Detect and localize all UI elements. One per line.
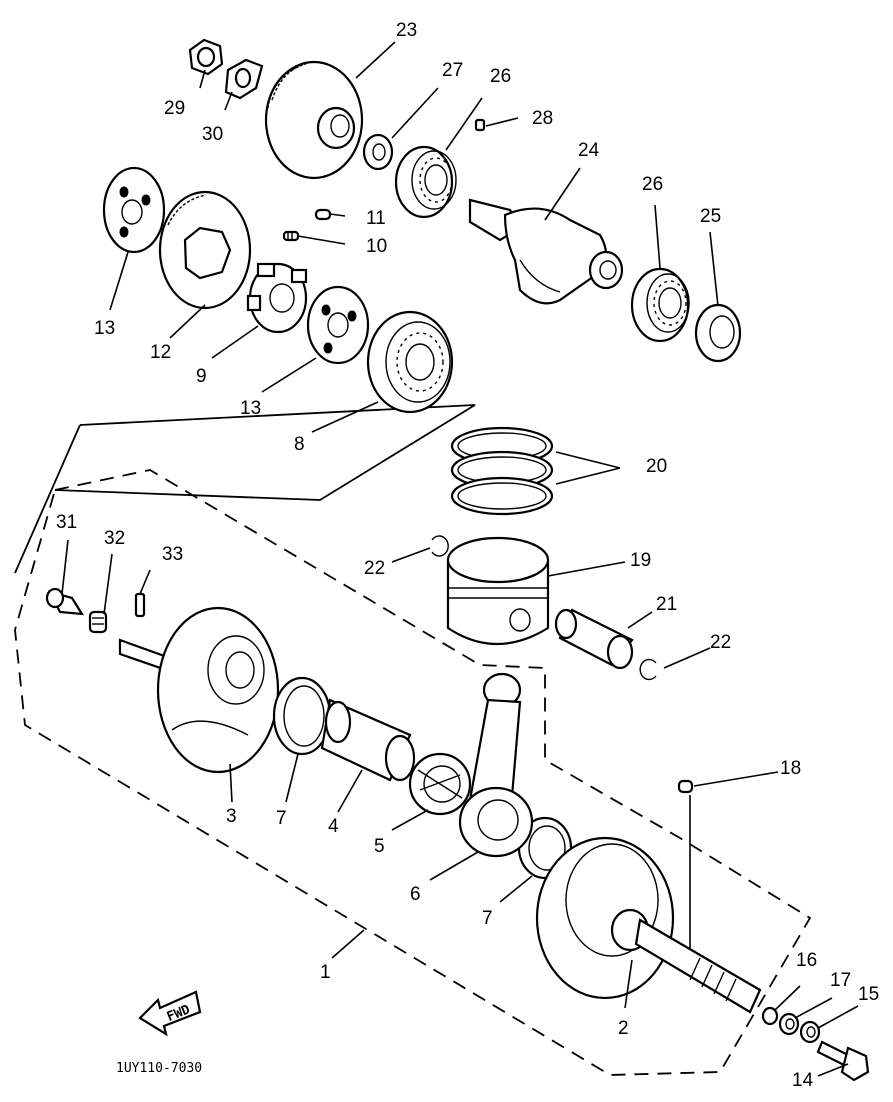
callout-22-left: 22 xyxy=(364,558,385,579)
part-22-circlip-left xyxy=(431,535,449,557)
callout-28: 28 xyxy=(532,108,553,129)
callout-27: 27 xyxy=(442,60,463,81)
callout-32: 32 xyxy=(104,528,125,549)
part-4-crank-pin xyxy=(320,698,416,782)
part-13-plate-lower xyxy=(306,285,370,365)
part-11-pin xyxy=(314,208,332,221)
callout-10: 10 xyxy=(366,236,387,257)
part-30-lock-washer xyxy=(224,58,264,100)
callout-2: 2 xyxy=(618,1018,629,1039)
part-31-plug xyxy=(45,587,85,616)
callout-30: 30 xyxy=(202,124,223,145)
fwd-arrow-icon: FWD xyxy=(138,990,202,1037)
leader-lines xyxy=(61,41,859,1077)
callout-18: 18 xyxy=(780,758,801,779)
part-16-key xyxy=(761,1006,779,1026)
callout-20: 20 xyxy=(646,456,667,477)
callout-5: 5 xyxy=(374,836,385,857)
part-6-connecting-rod xyxy=(458,672,534,858)
assembly-boundary xyxy=(14,404,812,1076)
callout-24: 24 xyxy=(578,140,600,161)
part-26-bearing-upper xyxy=(394,145,457,219)
part-33-pin xyxy=(134,592,146,618)
part-32-spring xyxy=(88,610,108,634)
part-17-washer xyxy=(778,1012,800,1036)
part-13-plate-upper xyxy=(102,166,166,254)
part-5-needle-bearing xyxy=(408,752,472,816)
part-19-piston xyxy=(446,536,550,645)
callout-26-right: 26 xyxy=(642,174,663,195)
part-29-nut xyxy=(188,38,224,76)
part-8-bearing xyxy=(366,310,454,414)
part-7-washer-left xyxy=(272,676,332,756)
part-21-piston-pin xyxy=(554,608,634,670)
callout-21: 21 xyxy=(656,594,677,615)
callout-9: 9 xyxy=(196,366,207,387)
callout-17: 17 xyxy=(830,970,851,991)
part-25-oil-seal xyxy=(694,303,742,363)
callout-12: 12 xyxy=(150,342,171,363)
callout-22-right: 22 xyxy=(710,632,731,653)
callout-13-upper: 13 xyxy=(94,318,115,339)
part-20-piston-rings xyxy=(450,426,554,516)
callout-33: 33 xyxy=(162,544,183,565)
part-12-drive-gear xyxy=(158,190,252,310)
callout-14: 14 xyxy=(792,1070,814,1091)
part-18-pin xyxy=(677,779,694,794)
part-24-balancer-shaft xyxy=(468,198,624,305)
part-28-key xyxy=(474,118,486,132)
callout-29: 29 xyxy=(164,98,185,119)
callout-11: 11 xyxy=(366,208,386,229)
callout-7-right: 7 xyxy=(482,908,493,929)
callout-3: 3 xyxy=(226,806,237,827)
part-14-bolt xyxy=(816,1040,870,1082)
part-9-clutch xyxy=(246,262,308,334)
callout-15: 15 xyxy=(858,984,879,1005)
callout-8: 8 xyxy=(294,434,305,455)
part-23-gear xyxy=(264,60,364,180)
part-26-bearing-right xyxy=(630,267,690,343)
callout-23: 23 xyxy=(396,20,417,41)
callout-6: 6 xyxy=(410,884,421,905)
callout-13-lower: 13 xyxy=(240,398,261,419)
callout-4: 4 xyxy=(328,816,339,837)
part-27-washer xyxy=(362,133,394,171)
callout-labels: 23 27 26 28 24 26 25 29 30 11 10 13 12 9… xyxy=(56,20,879,1091)
callout-16: 16 xyxy=(796,950,817,971)
callout-26-upper: 26 xyxy=(490,66,511,87)
callout-1: 1 xyxy=(320,962,331,983)
part-10-spring xyxy=(282,230,300,242)
part-22-circlip-right xyxy=(639,658,657,681)
callout-19: 19 xyxy=(630,550,651,571)
callout-31: 31 xyxy=(56,512,77,533)
drawing-code: 1UY110-7030 xyxy=(116,1061,202,1076)
part-3-crank-left xyxy=(118,606,280,774)
callout-7-left: 7 xyxy=(276,808,287,829)
callout-25: 25 xyxy=(700,206,721,227)
part-2-crank-right xyxy=(535,836,762,1014)
part-15-washer xyxy=(799,1020,821,1044)
